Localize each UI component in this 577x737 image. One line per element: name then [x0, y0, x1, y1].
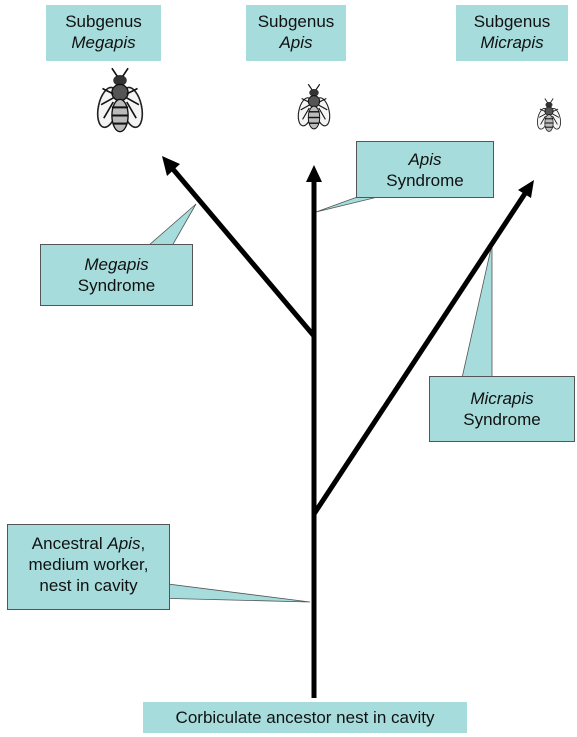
callout-name: Apis: [357, 149, 493, 170]
subgenus-prefix: Subgenus: [246, 11, 346, 32]
ancestral-callout-pointer: [152, 582, 310, 602]
ancestral-line-3: nest in cavity: [8, 575, 169, 596]
subgenus-name: Megapis: [46, 32, 161, 53]
root-ancestor-label: Corbiculate ancestor nest in cavity: [143, 702, 467, 733]
ancestral-comma: ,: [140, 534, 145, 553]
subgenus-prefix: Subgenus: [46, 11, 161, 32]
bee-micrapis-icon: [536, 99, 563, 132]
callout-suffix: Syndrome: [430, 409, 574, 430]
subgenus-micrapis-label: Subgenus Micrapis: [456, 5, 568, 61]
megapis-branch-line: [172, 168, 314, 336]
bee-apis-icon: [296, 84, 332, 129]
callout-suffix: Syndrome: [357, 170, 493, 191]
subgenus-name: Micrapis: [456, 32, 568, 53]
ancestral-apis-callout: Ancestral Apis, medium worker, nest in c…: [7, 524, 170, 610]
subgenus-name: Apis: [246, 32, 346, 53]
ancestral-prefix: Ancestral: [32, 534, 108, 553]
micrapis-branch-line: [314, 192, 526, 514]
apis-callout-pointer: [316, 196, 382, 212]
subgenus-megapis-label: Subgenus Megapis: [46, 5, 161, 61]
callout-name: Megapis: [41, 254, 192, 275]
megapis-callout-pointer: [148, 204, 196, 246]
ancestral-line-1: Ancestral Apis,: [8, 533, 169, 554]
bee-megapis-icon: [94, 68, 145, 131]
callout-suffix: Syndrome: [41, 275, 192, 296]
trunk-arrowhead: [306, 165, 322, 182]
subgenus-apis-label: Subgenus Apis: [246, 5, 346, 61]
subgenus-prefix: Subgenus: [456, 11, 568, 32]
callout-name: Micrapis: [430, 388, 574, 409]
megapis-syndrome-callout: Megapis Syndrome: [40, 244, 193, 306]
apis-syndrome-callout: Apis Syndrome: [356, 141, 494, 198]
ancestral-genus: Apis: [107, 534, 140, 553]
ancestral-line-2: medium worker,: [8, 554, 169, 575]
root-label-text: Corbiculate ancestor nest in cavity: [176, 708, 435, 727]
micrapis-syndrome-callout: Micrapis Syndrome: [429, 376, 575, 442]
